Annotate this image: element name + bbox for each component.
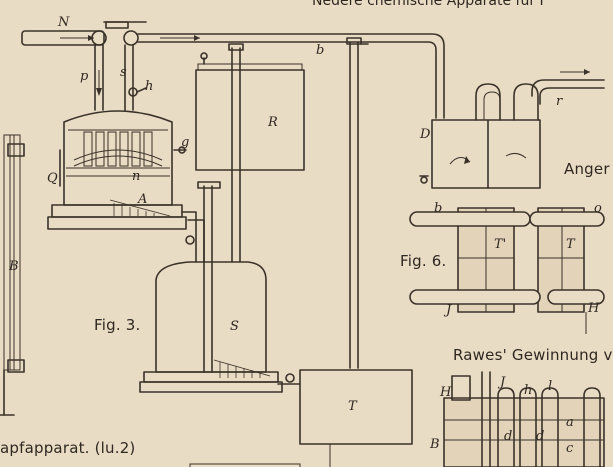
label-fig6-b: b xyxy=(434,201,443,216)
label-rawes-d2: d xyxy=(536,429,545,444)
vessel-t-drawing xyxy=(299,369,413,467)
tall-pipe-r xyxy=(228,43,244,271)
label-fig6-t: T xyxy=(566,237,575,252)
bottom-frame-lines xyxy=(189,463,301,467)
vessel-s-drawing xyxy=(139,181,301,393)
pipe-b-to-t xyxy=(346,37,369,369)
label-h: h xyxy=(145,79,154,94)
label-t-vessel: T xyxy=(348,399,357,414)
label-fig6-t-prime: T' xyxy=(494,237,507,252)
caption-anger: Anger xyxy=(564,160,610,178)
plate-title: Nedere chemische Apparate für I xyxy=(312,0,544,9)
caption-fig3: Fig. 3. xyxy=(94,316,141,334)
label-s-vessel: S xyxy=(230,319,239,334)
vessel-r-drawing xyxy=(195,52,305,171)
label-d: D xyxy=(420,127,431,142)
label-rawes-h: H xyxy=(440,385,452,400)
vessel-d-drawing xyxy=(419,69,605,189)
vessel-q-drawing xyxy=(47,110,187,230)
label-rawes-l: l xyxy=(548,379,553,394)
label-fig6-o: o xyxy=(594,201,602,216)
fig6-drawing xyxy=(409,207,605,334)
label-a: A xyxy=(138,192,148,207)
label-fig6-j: J xyxy=(446,303,452,318)
label-n: N xyxy=(58,15,70,30)
label-rawes-j: J xyxy=(500,375,506,390)
label-g: g xyxy=(181,135,190,150)
caption-fig6: Fig. 6. xyxy=(400,252,447,270)
label-fig6-h: H xyxy=(588,301,600,316)
left-stand-drawing xyxy=(0,134,25,416)
rawes-apparatus-drawing xyxy=(443,371,605,467)
label-q: Q xyxy=(47,171,58,186)
caption-dampfapparat: apfapparat. (lu.2) xyxy=(0,439,136,457)
label-rawes-a: a xyxy=(566,415,574,430)
label-p: p xyxy=(80,69,89,84)
label-n-small: n xyxy=(132,169,141,184)
steam-pipe-n xyxy=(21,21,445,119)
label-s: s xyxy=(120,65,127,80)
vertical-pipes-p-s xyxy=(94,44,147,111)
label-rawes-c: c xyxy=(566,441,574,456)
label-rawes-h-small: h xyxy=(524,383,533,398)
label-r-vessel: R xyxy=(268,115,278,130)
label-rawes-b: B xyxy=(430,437,440,452)
label-rawes-d1: d xyxy=(504,429,513,444)
label-r-small: r xyxy=(556,94,563,109)
label-b-top: b xyxy=(316,43,325,58)
label-b-stand: B xyxy=(9,259,19,274)
caption-rawes: Rawes' Gewinnung v xyxy=(453,346,613,364)
